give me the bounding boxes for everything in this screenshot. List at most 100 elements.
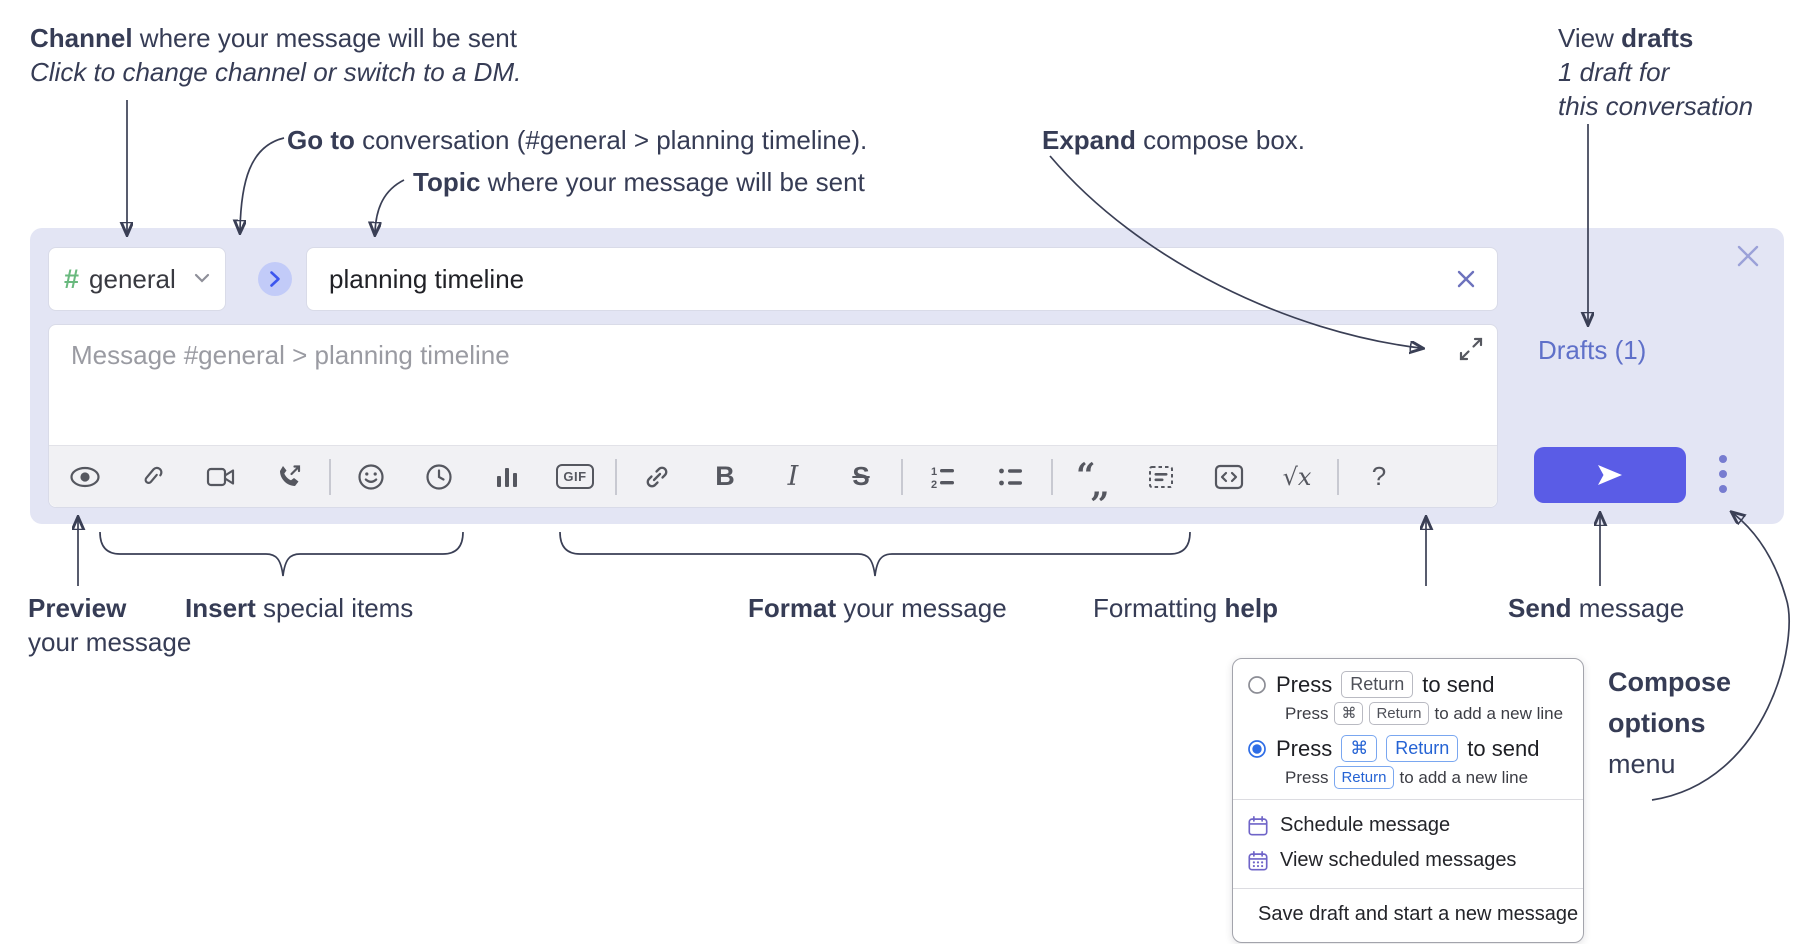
format-brace <box>559 531 1191 577</box>
view-scheduled-messages-item[interactable]: View scheduled messages <box>1247 843 1573 878</box>
formatting-help-pre: Formatting <box>1093 593 1225 623</box>
toolbar-divider <box>615 458 617 495</box>
expand-annotation-bold: Expand <box>1042 125 1136 155</box>
svg-text:1: 1 <box>931 466 937 478</box>
close-compose-icon[interactable] <box>1736 244 1762 270</box>
video-camera-icon <box>206 467 235 486</box>
compose-options-popup: Press Return to send Press ⌘ Return to a… <box>1232 658 1584 943</box>
return-key: Return <box>1369 702 1429 725</box>
bold-button[interactable]: B <box>697 455 753 499</box>
strikethrough-button[interactable]: S <box>833 455 889 499</box>
bulleted-list-button[interactable] <box>983 455 1039 499</box>
preview-button[interactable] <box>57 455 113 499</box>
channel-selector[interactable]: # general <box>48 247 226 311</box>
schedule-message-item[interactable]: Schedule message <box>1247 808 1573 843</box>
gif-icon: GIF <box>556 464 594 489</box>
eye-icon <box>70 466 100 487</box>
emoji-button[interactable] <box>343 455 399 499</box>
goto-annotation-rest: conversation (#general > planning timeli… <box>354 125 868 155</box>
goto-annotation: Go to conversation (#general > planning … <box>287 124 867 157</box>
formatting-help-annotation: Formatting help <box>1093 592 1278 625</box>
clock-icon <box>426 463 452 490</box>
insert-annotation-rest: special items <box>255 593 414 623</box>
view-drafts-annotation: View drafts <box>1558 22 1693 55</box>
calendar-grid-icon <box>1248 850 1268 871</box>
clear-topic-icon[interactable] <box>1455 268 1477 290</box>
italic-icon: I <box>787 461 799 492</box>
poll-button[interactable] <box>479 455 535 499</box>
compose-options-bold1: Compose <box>1608 667 1732 697</box>
compose-options-menu-button[interactable] <box>1711 449 1735 501</box>
channel-hash-icon: # <box>64 263 80 294</box>
format-annotation-rest: your message <box>836 593 1007 623</box>
italic-button[interactable]: I <box>765 455 821 499</box>
format-annotation: Format your message <box>748 592 1007 625</box>
format-annotation-bold: Format <box>748 593 837 623</box>
option-enter-to-send[interactable]: Press Return to send <box>1247 671 1573 698</box>
radio-selected-icon[interactable] <box>1247 739 1267 759</box>
bulleted-list-icon <box>999 468 1022 485</box>
radio-unselected-icon[interactable] <box>1247 675 1267 695</box>
math-icon: √x <box>1282 462 1312 491</box>
question-mark-icon: ? <box>1371 461 1387 491</box>
send-button[interactable] <box>1534 447 1686 503</box>
preview-annotation-bold: Preview <box>28 593 127 623</box>
video-call-button[interactable] <box>193 455 249 499</box>
topic-annotation-rest: where your message will be sent <box>480 167 865 197</box>
expand-annotation: Expand compose box. <box>1042 124 1305 157</box>
toolbar-divider <box>329 458 331 495</box>
quote-icon: “„ <box>1076 455 1110 506</box>
gif-button[interactable]: GIF <box>547 455 603 499</box>
audio-call-button[interactable] <box>261 455 317 499</box>
compose-options-bold2: options <box>1608 708 1706 738</box>
topic-arrow <box>375 179 405 232</box>
view-drafts-sub2: this conversation <box>1558 91 1754 121</box>
spoiler-button[interactable] <box>1133 455 1189 499</box>
topic-input[interactable]: planning timeline <box>306 247 1498 311</box>
strikethrough-icon: S <box>852 461 870 491</box>
channel-annotation: Channel where your message will be sent <box>30 22 517 55</box>
message-input[interactable]: Message #general > planning timeline <box>48 324 1498 508</box>
popup-divider <box>1233 888 1583 889</box>
option-text: to send <box>1467 735 1540 761</box>
send-annotation-rest: message <box>1571 593 1685 623</box>
cmd-key: ⌘ <box>1334 702 1364 725</box>
topic-annotation: Topic where your message will be sent <box>413 166 865 199</box>
expand-compose-icon[interactable] <box>1459 337 1485 363</box>
goto-annotation-bold: Go to <box>287 125 355 155</box>
sub-text: Press <box>1285 703 1329 723</box>
message-formatting-help-button[interactable]: ? <box>1351 455 1407 499</box>
view-drafts-bold: drafts <box>1621 23 1694 53</box>
view-drafts-pre: View <box>1558 23 1622 53</box>
return-key: Return <box>1386 735 1459 762</box>
save-draft-item[interactable]: Save draft and start a new message <box>1247 897 1578 932</box>
option-text: to send <box>1422 671 1495 697</box>
topic-input-value: planning timeline <box>329 263 525 294</box>
chevron-right-icon <box>270 271 280 287</box>
svg-text:2: 2 <box>931 479 937 491</box>
quote-button[interactable]: “„ <box>1065 455 1121 506</box>
attach-file-button[interactable] <box>125 455 181 499</box>
option-cmd-enter-to-send[interactable]: Press ⌘ Return to send <box>1247 735 1573 762</box>
option-text: Press <box>1276 671 1333 697</box>
send-annotation-bold: Send <box>1508 593 1572 623</box>
link-button[interactable] <box>629 455 685 499</box>
compose-options-annotation: Compose options menu <box>1608 662 1731 785</box>
compose-box: # general planning timeline Drafts (1) M… <box>30 228 1784 524</box>
send-annotation: Send message <box>1508 592 1684 625</box>
sub-text: to add a new line <box>1434 703 1564 723</box>
bar-chart-icon <box>497 467 517 487</box>
view-scheduled-messages-label: View scheduled messages <box>1280 849 1517 871</box>
goto-conversation-button[interactable] <box>258 262 292 296</box>
chevron-down-icon <box>194 270 210 288</box>
smiley-icon <box>358 463 384 490</box>
calendar-icon <box>1248 815 1268 836</box>
math-button[interactable]: √x <box>1269 455 1325 499</box>
code-button[interactable] <box>1201 455 1257 499</box>
channel-annotation-bold: Channel <box>30 23 133 53</box>
global-time-button[interactable] <box>411 455 467 499</box>
drafts-link[interactable]: Drafts (1) <box>1538 335 1647 365</box>
channel-annotation-sub: Click to change channel or switch to a D… <box>30 57 522 87</box>
